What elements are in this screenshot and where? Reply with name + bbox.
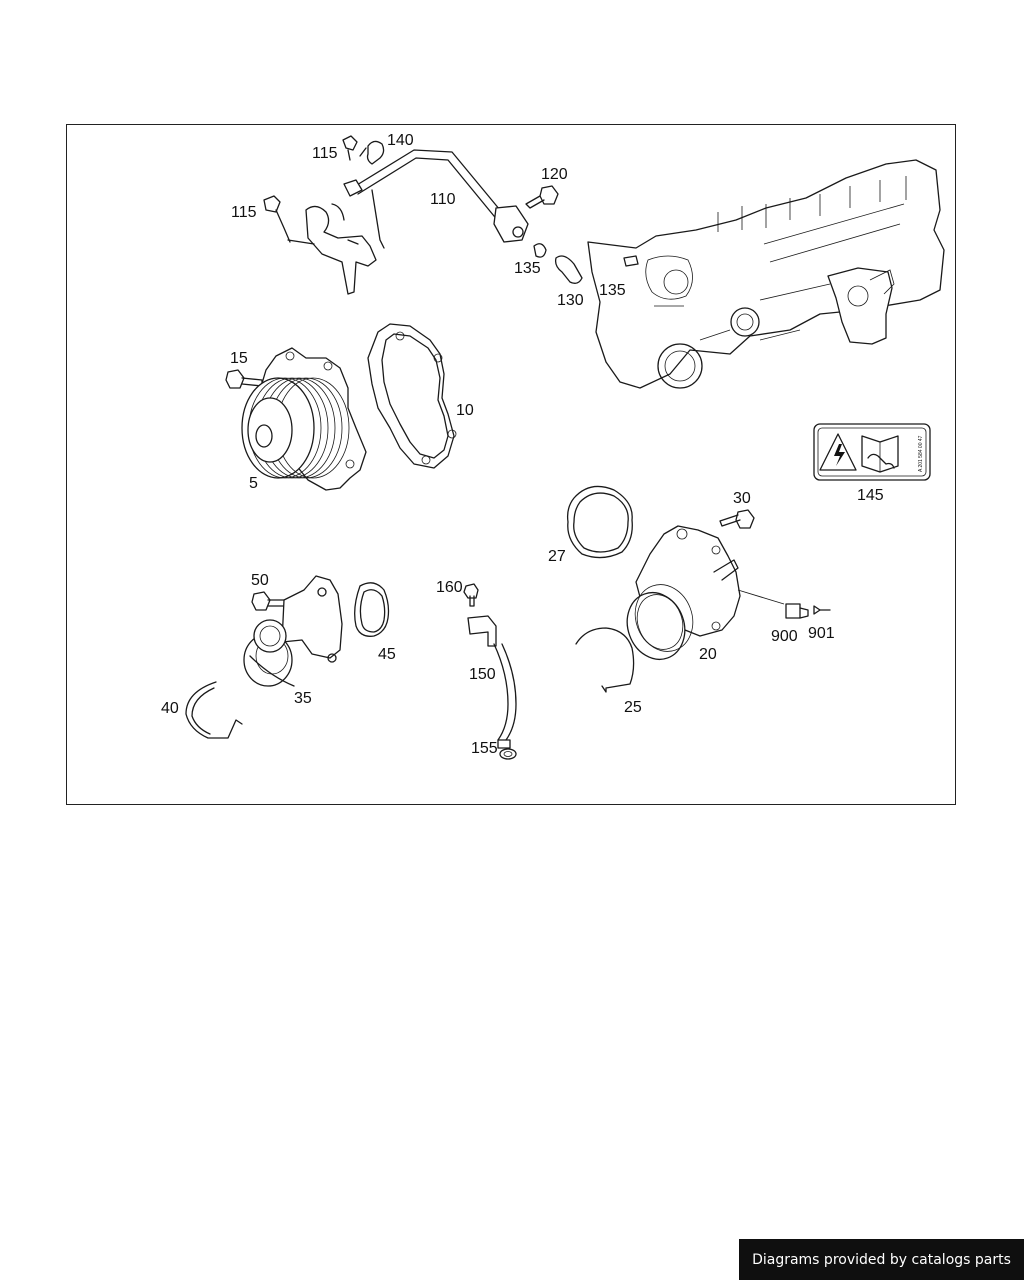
callout-130: 130 <box>557 292 584 309</box>
seal-ring-155 <box>499 748 517 760</box>
callout-5: 5 <box>249 475 258 492</box>
callout-25: 25 <box>624 699 642 716</box>
bolt-15 <box>225 369 263 389</box>
callout-150: 150 <box>469 666 496 683</box>
bolt-115-left <box>263 195 291 243</box>
label-145-code: A 201 584 00 47 <box>918 435 924 472</box>
clamp-135-left <box>533 243 547 258</box>
retaining-clip-25 <box>575 627 635 693</box>
callout-145: 145 <box>857 487 884 504</box>
callout-15: 15 <box>230 350 248 367</box>
callout-40: 40 <box>161 700 179 717</box>
callout-115-upper: 115 <box>312 145 338 162</box>
callout-115-left: 115 <box>231 204 257 221</box>
retaining-clip-40 <box>185 681 243 739</box>
seal-45 <box>354 582 390 637</box>
gasket-10 <box>367 323 457 469</box>
bolt-160 <box>463 583 479 607</box>
callout-30: 30 <box>733 490 751 507</box>
hose-130 <box>554 255 583 284</box>
bolt-115-upper <box>342 135 358 161</box>
bolt-50 <box>251 591 287 611</box>
engine-housing <box>587 159 945 389</box>
temperature-sensor-900 <box>785 603 809 619</box>
callout-35: 35 <box>294 690 312 707</box>
callout-50: 50 <box>251 572 269 589</box>
pipe-bracket <box>287 203 377 295</box>
bolt-120 <box>525 185 559 209</box>
callout-135-left: 135 <box>514 260 541 277</box>
callout-20: 20 <box>699 646 717 663</box>
callout-900: 900 <box>771 628 798 645</box>
callout-27: 27 <box>548 548 566 565</box>
callout-110: 110 <box>430 191 456 208</box>
parts-diagram-frame <box>66 124 956 805</box>
coolant-flange-35 <box>243 575 343 687</box>
callout-140: 140 <box>387 132 414 149</box>
thermostat-housing-20 <box>626 525 785 661</box>
callout-45: 45 <box>378 646 396 663</box>
clip-140 <box>359 140 385 165</box>
credit-badge: Diagrams provided by catalogs parts <box>739 1239 1024 1280</box>
callout-901: 901 <box>808 625 835 642</box>
sensor-pin-901 <box>813 605 831 615</box>
coolant-pipe-110 <box>343 149 529 249</box>
callout-155: 155 <box>471 740 498 757</box>
bolt-30 <box>719 509 755 529</box>
credit-text: Diagrams provided by catalogs parts <box>752 1251 1011 1268</box>
callout-10: 10 <box>456 402 474 419</box>
callout-160: 160 <box>436 579 463 596</box>
water-pump-5 <box>241 347 367 491</box>
seal-ring-27 <box>566 485 633 559</box>
callout-135-right: 135 <box>599 282 626 299</box>
warning-label-145: A 201 584 00 47 <box>813 423 931 481</box>
coolant-pipe-150 <box>467 615 517 749</box>
callout-120: 120 <box>541 166 568 183</box>
